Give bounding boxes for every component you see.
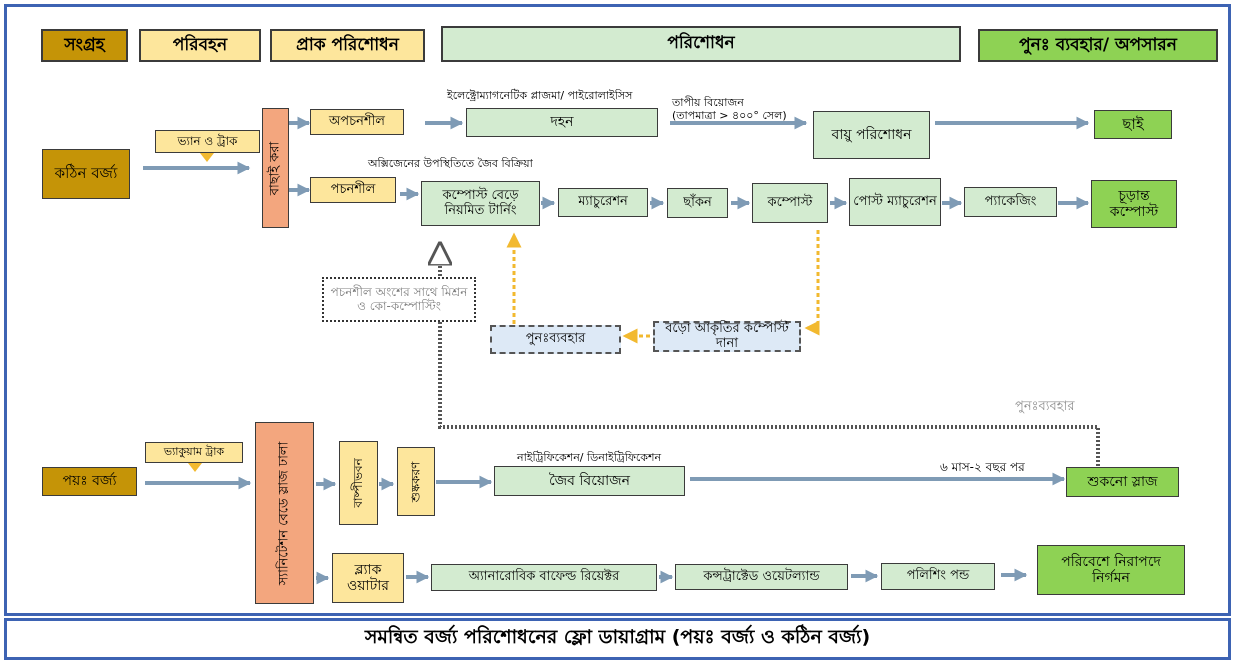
oxygen-note: অক্সিজেনের উপস্থিতিতে জৈব বিক্রিয়া: [368, 157, 533, 170]
compost-turning-box: কম্পোস্ট বেড়ে নিয়মিত টার্নিং: [421, 181, 540, 226]
header-pretreatment: প্রাক পরিশোধন: [270, 29, 425, 62]
combustion-box: দহন: [466, 108, 658, 137]
sieving-box: ছাঁকন: [667, 188, 728, 218]
plasma-note: ইলেক্ট্রোম্যাগনেটিক প্লাজমা/ পাইরোলাইসিস: [447, 89, 633, 102]
solid-waste-source: কঠিন বর্জ্য: [42, 149, 130, 199]
non-degradable-box: অপচনশীল: [310, 109, 404, 135]
anaerobic-reactor-box: অ্যানারোবিক বাফেল্ড রিয়েক্টর: [431, 564, 657, 591]
diagram-caption: সমন্বিত বর্জ্য পরিশোধনের ফ্লো ডায়াগ্রাম…: [4, 618, 1231, 660]
header-treatment: পরিশোধন: [441, 26, 961, 62]
bio-decomposition-box: জৈব বিয়োজন: [494, 466, 685, 496]
dewatering-box: শুষ্ককরণ: [397, 447, 435, 516]
thermal-note-2: (তাপমাত্রা > ৪০০° সেল): [672, 109, 787, 122]
decanting-box: বাষ্পীভবন: [339, 441, 378, 525]
black-water-box: ব্ল্যাক ওয়াটার: [332, 553, 404, 603]
header-reuse-disposal: পুনঃ ব্যবহার/ অপসারন: [978, 29, 1218, 62]
nitrification-note: নাইট্রিফিকেশন/ ডিনাইট্রিফিকেশন: [517, 451, 662, 464]
large-granule-box: বড়ো আকৃতির কম্পোস্ট দানা: [653, 321, 801, 352]
reuse-note: পুনঃব্যবহার: [1015, 399, 1075, 414]
vacuum-truck-label: ভ্যাকুয়াম ট্রাক: [145, 442, 243, 463]
degradable-box: পচনশীল: [310, 177, 396, 203]
polishing-pond-box: পলিশিং পন্ড: [881, 563, 995, 590]
vacuum-truck-pointer: [188, 463, 202, 472]
reuse-box: পুনঃব্যবহার: [490, 325, 621, 354]
diagram-frame: [4, 4, 1231, 616]
header-transport: পরিবহন: [139, 29, 261, 62]
maturation-box: ম্যাচুরেশন: [558, 188, 648, 217]
safe-discharge-box: পরিবেশে নিরাপদে নির্গমন: [1037, 545, 1185, 595]
dried-sludge-box: শুকনো স্লাজ: [1066, 467, 1179, 497]
compost-box: কম্পোস্ট: [752, 183, 828, 223]
constructed-wetland-box: কন্সট্রাক্টেড ওয়েটল্যান্ড: [675, 564, 848, 590]
final-compost-box: চূড়ান্ত কম্পোস্ট: [1091, 180, 1177, 228]
arrow-compost-to-granule: [804, 230, 820, 336]
sorting-box: বাছাই করা: [262, 108, 289, 228]
packaging-box: প্যাকেজিং: [964, 187, 1057, 217]
air-treatment-box: বায়ু পরিশোধন: [813, 111, 930, 159]
post-maturation-box: পোস্ট ম্যাচুরেশন: [849, 178, 941, 226]
ash-box: ছাই: [1094, 110, 1172, 139]
header-collection: সংগ্রহ: [41, 29, 128, 62]
settling-tank-box: স্যানিটেশন বেডে স্লাজ ঢালা: [255, 422, 314, 604]
thermal-note-1: তাপীয় বিয়োজন: [672, 96, 744, 109]
time-note: ৬ মাস-২ বছর পর: [940, 460, 1025, 474]
van-truck-label: ভ্যান ও ট্রাক: [155, 130, 260, 153]
co-composting-box: পচনশীল অংশের সাথে মিশ্রন ও কো-কম্পোস্টিং: [322, 277, 476, 322]
van-truck-pointer: [200, 153, 214, 162]
arrow-sludge-to-cocompost: [440, 244, 1100, 466]
liquid-waste-source: পয়ঃ বর্জ্য: [42, 467, 137, 496]
